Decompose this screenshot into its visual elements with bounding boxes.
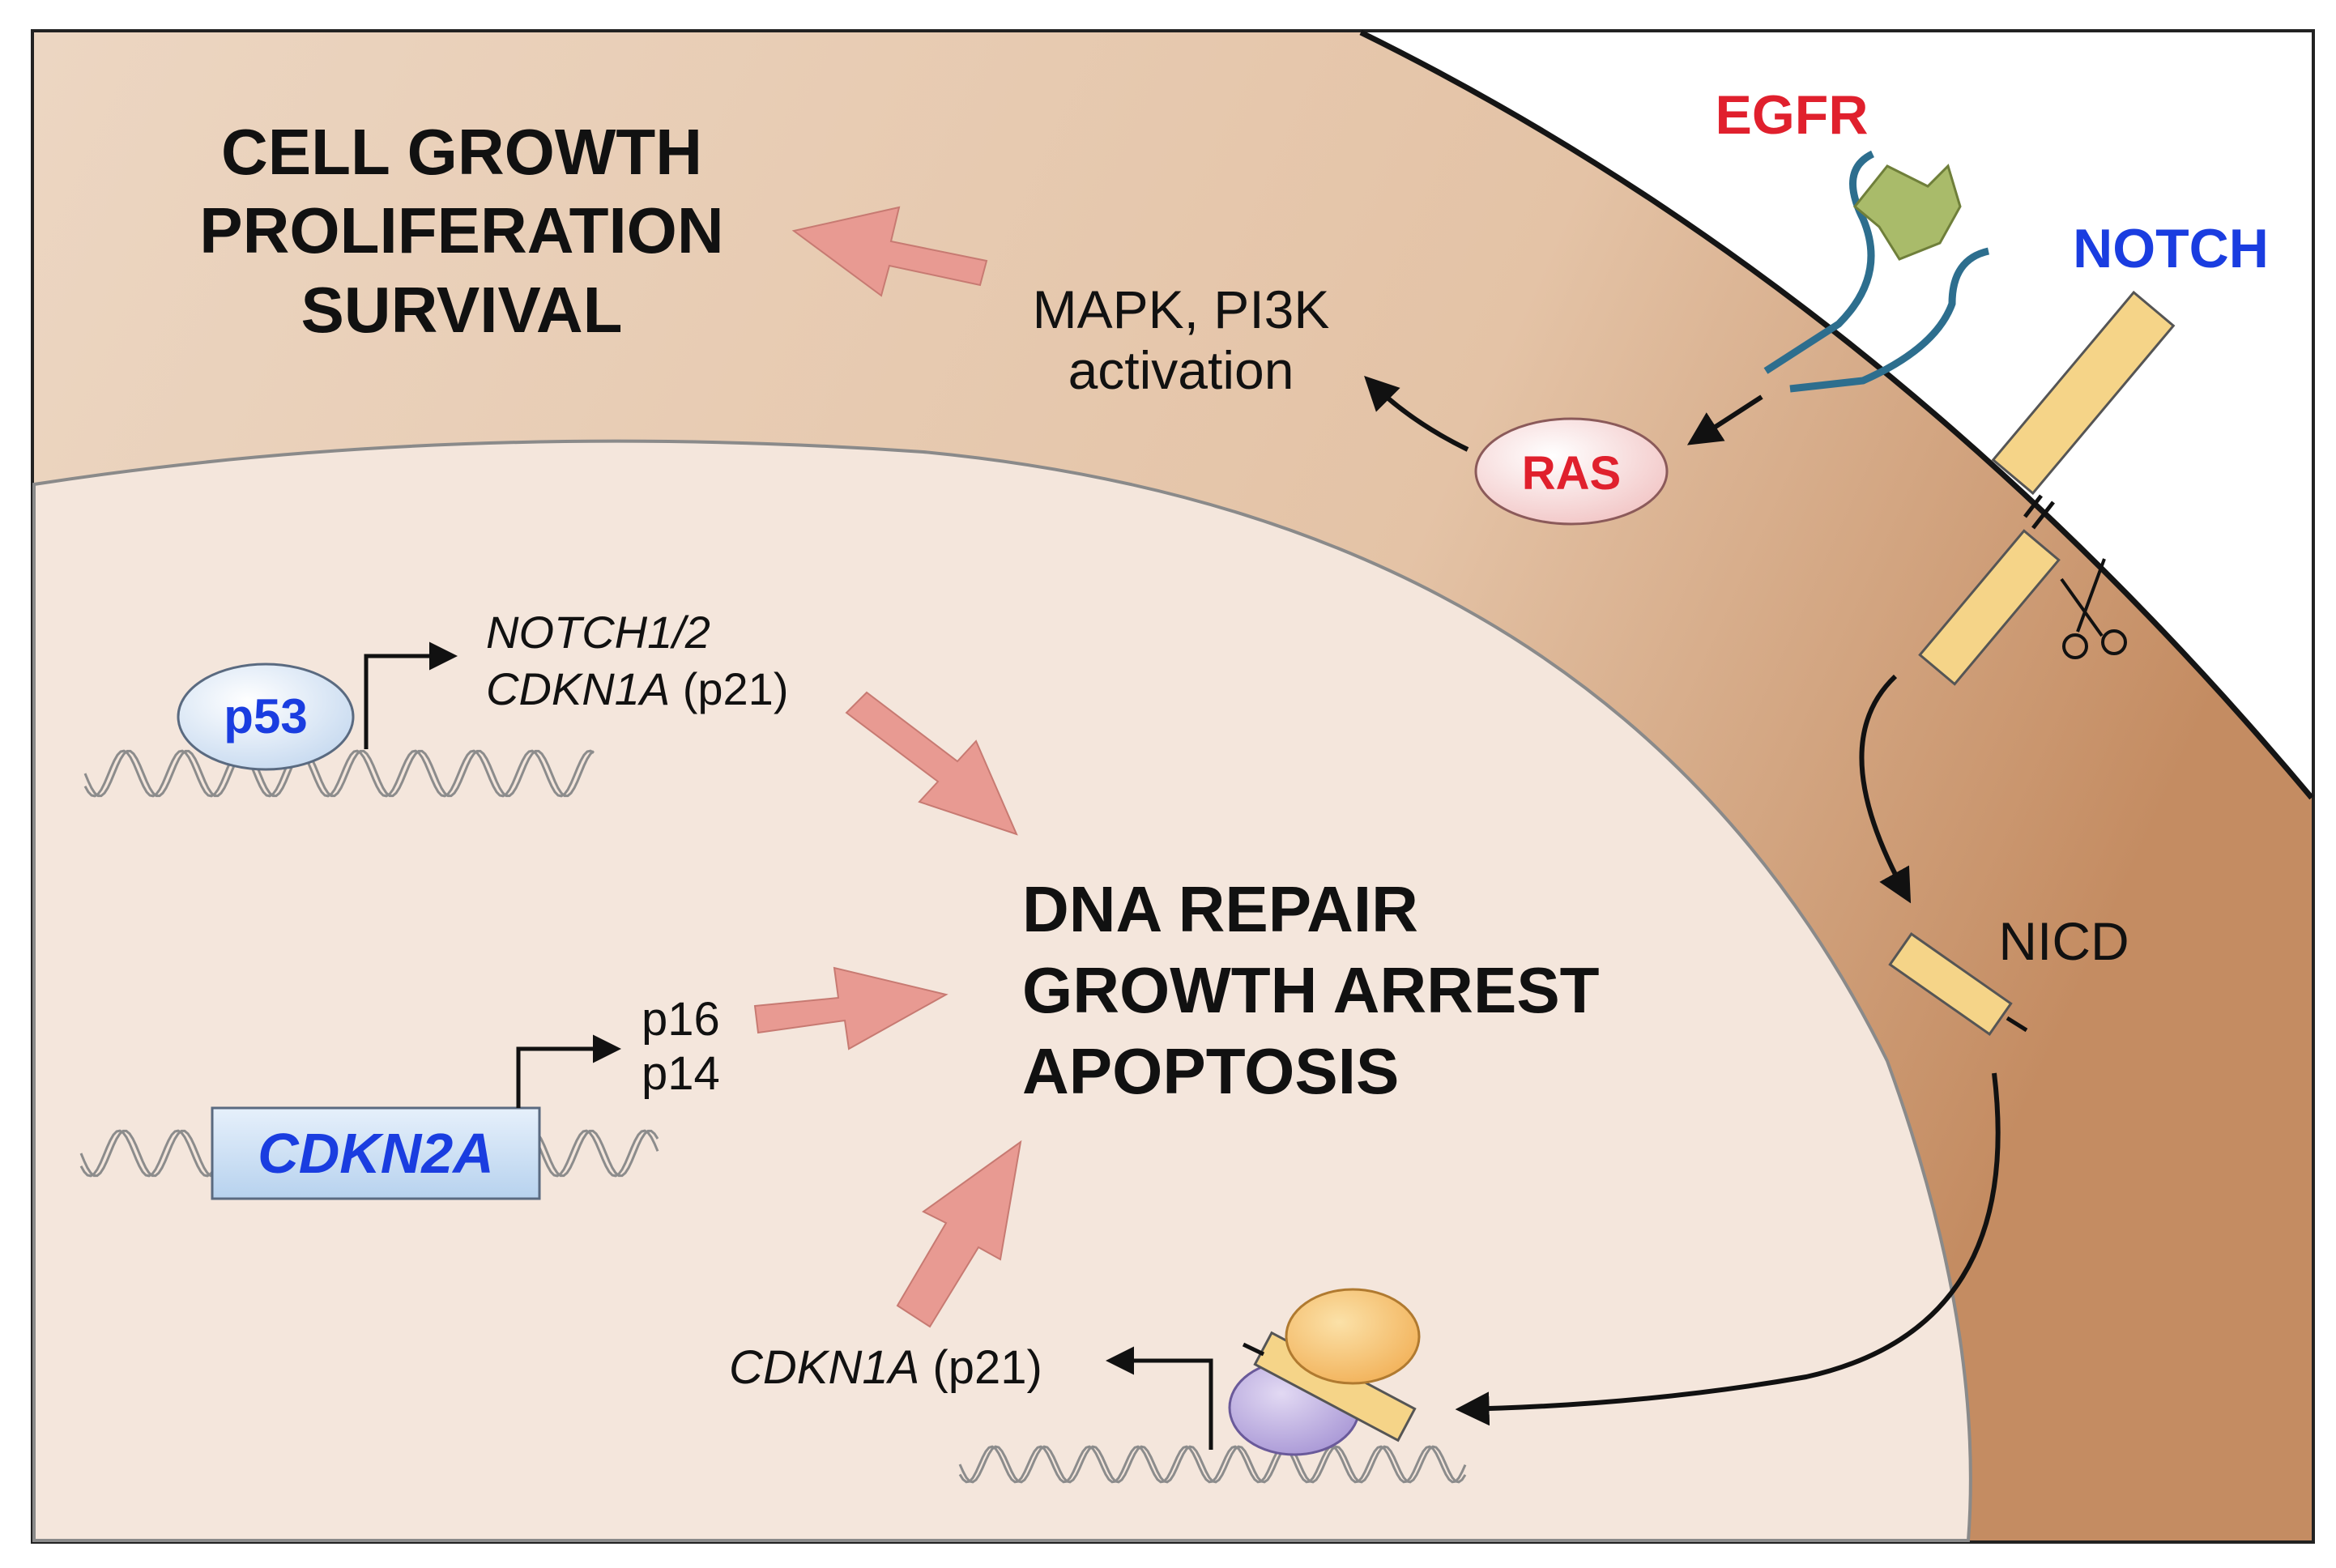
signaling-line-2: activation xyxy=(1068,340,1294,400)
ras-protein xyxy=(1474,417,1669,526)
nicd-label: NICD xyxy=(1998,911,2129,971)
nicd-fragment xyxy=(1888,932,2028,1036)
repair-line-2: GROWTH ARREST xyxy=(1022,954,1600,1026)
nicd-target-cdkn1a: CDKN1A (p21) xyxy=(729,1341,1042,1394)
cdkn2a-promoter-arrow xyxy=(516,1034,621,1108)
bottom-dna-strand xyxy=(958,1445,1467,1484)
cdkn2a-product-p14: p14 xyxy=(642,1047,720,1100)
growth-line-2: PROLIFERATION xyxy=(199,194,723,266)
transcription-complex xyxy=(1228,1288,1421,1456)
cdkn1a-to-repair-arrow-icon xyxy=(896,1140,1022,1328)
p53-label: p53 xyxy=(224,689,307,744)
p53-target-cdkn1a: CDKN1A (p21) xyxy=(486,663,788,714)
cdkn2a-label: CDKN2A xyxy=(258,1122,494,1185)
nicd-target-cdkn1a-gene: CDKN1A xyxy=(729,1341,919,1394)
growth-arrow-icon xyxy=(791,206,988,297)
notch-label: NOTCH xyxy=(2073,218,2269,279)
cdkn2a-product-p16: p16 xyxy=(642,993,720,1046)
ras-to-mapk-arrow xyxy=(1364,376,1469,452)
cdkn1a-promoter-arrow xyxy=(1106,1346,1213,1450)
p53-target-notch: NOTCH1/2 xyxy=(486,607,710,658)
repair-line-1: DNA REPAIR xyxy=(1022,873,1418,945)
p53-target-cdkn1a-gene: CDKN1A xyxy=(486,663,670,714)
scissors-icon xyxy=(2060,558,2127,659)
nucleus xyxy=(32,439,1972,1542)
growth-line-3: SURVIVAL xyxy=(301,274,622,346)
ras-label: RAS xyxy=(1522,447,1621,500)
cdkn2a-gene-box xyxy=(211,1106,541,1200)
nicd-target-cdkn1a-suffix: (p21) xyxy=(919,1341,1042,1394)
cdkn2a-to-repair-arrow-icon xyxy=(753,966,948,1050)
repair-line-3: APOPTOSIS xyxy=(1022,1035,1399,1107)
cell-membrane xyxy=(1359,29,2314,800)
cleavage-to-nicd-arrow xyxy=(1859,674,1912,904)
egf-ligand-icon xyxy=(1852,164,1962,261)
p53-to-repair-arrow-icon xyxy=(845,691,1018,836)
p53-dna-strand xyxy=(83,749,595,798)
signaling-line-1: MAPK, PI3K xyxy=(1033,279,1330,339)
maml-protein-icon xyxy=(1285,1288,1421,1385)
p53-protein xyxy=(177,663,355,771)
growth-line-1: CELL GROWTH xyxy=(221,116,702,188)
notch-receptor xyxy=(1918,290,2176,686)
p53-promoter-arrow xyxy=(364,641,458,749)
egfr-to-ras-arrow xyxy=(1686,394,1763,445)
egfr-receptor xyxy=(1763,150,1990,393)
p53-target-cdkn1a-suffix: (p21) xyxy=(670,663,788,714)
nicd-to-dna-arrow xyxy=(1455,1072,2001,1426)
egfr-label: EGFR xyxy=(1716,84,1869,146)
